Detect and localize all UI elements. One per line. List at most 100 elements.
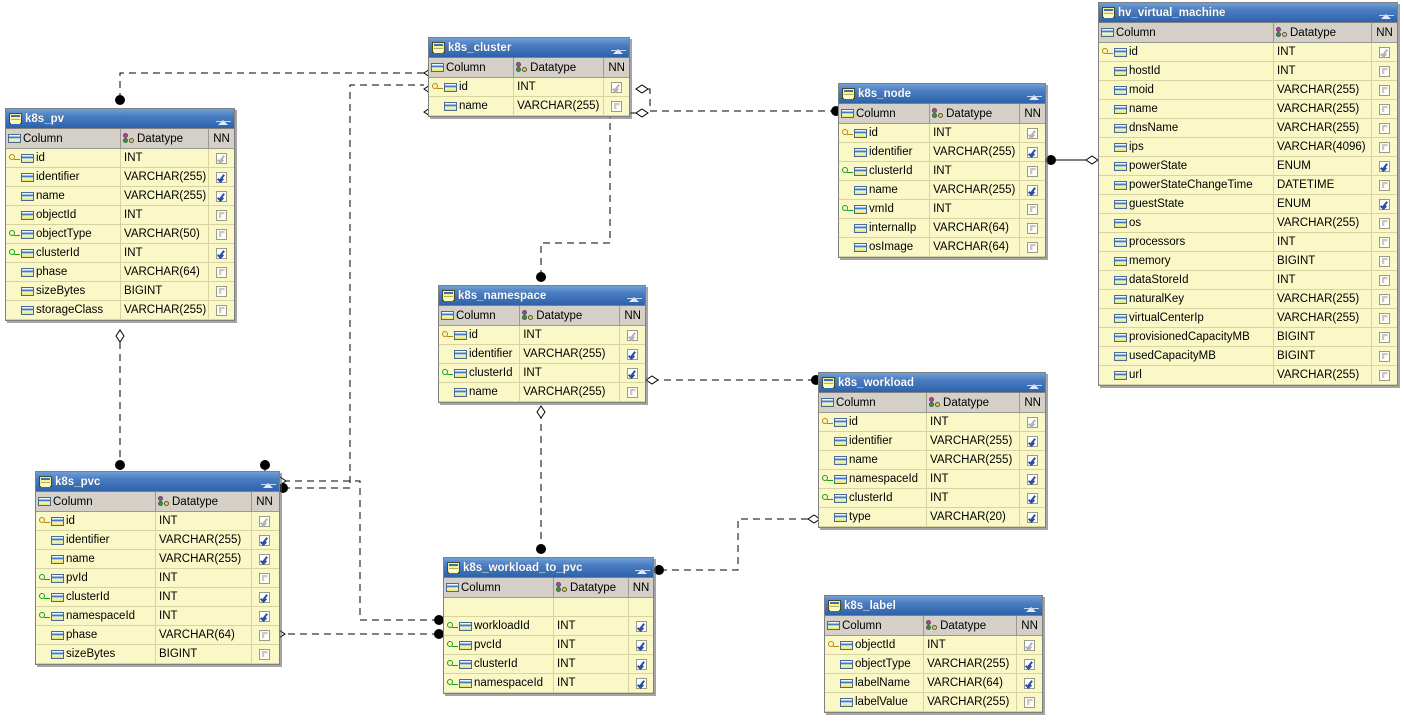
table-title-bar[interactable]: k8s_workload_to_pvc [444,558,653,578]
not-null-checkbox[interactable] [216,190,227,202]
not-null-checkbox[interactable] [1379,65,1390,77]
collapse-icon[interactable] [261,475,276,488]
column-row[interactable] [444,598,653,617]
not-null-checkbox[interactable] [216,266,227,278]
not-null-checkbox[interactable] [635,639,647,651]
collapse-icon[interactable] [1027,376,1042,389]
not-null-checkbox[interactable] [1379,46,1390,58]
not-null-checkbox[interactable] [1027,435,1039,447]
not-null-checkbox[interactable] [1379,274,1390,286]
not-null-checkbox[interactable] [216,304,227,316]
table-title-bar[interactable]: k8s_namespace [439,286,645,306]
not-null-checkbox[interactable] [259,591,270,603]
not-null-checkbox[interactable] [259,515,270,527]
not-null-checkbox[interactable] [1024,639,1036,651]
not-null-checkbox[interactable] [611,100,623,112]
not-null-checkbox[interactable] [216,285,227,297]
collapse-icon[interactable] [611,41,626,54]
not-null-checkbox[interactable] [1024,658,1036,670]
collapse-icon[interactable] [1024,599,1039,612]
not-null-checkbox[interactable] [627,367,639,379]
not-null-checkbox[interactable] [1024,696,1036,708]
not-null-checkbox[interactable] [1027,222,1039,234]
not-null-checkbox[interactable] [1379,255,1390,267]
collapse-icon[interactable] [627,289,642,302]
not-null-checkbox[interactable] [216,209,227,221]
table-title-bar[interactable]: k8s_pv [6,109,234,129]
not-null-checkbox[interactable] [1024,677,1036,689]
not-null-checkbox[interactable] [1027,165,1039,177]
not-null-checkbox[interactable] [1027,416,1039,428]
not-null-checkbox[interactable] [635,620,647,632]
not-null-checkbox[interactable] [1379,331,1390,343]
not-null-checkbox[interactable] [611,81,623,93]
table-title-bar[interactable]: hv_virtual_machine [1099,3,1397,23]
not-null-checkbox[interactable] [635,677,647,689]
not-null-checkbox[interactable] [216,171,227,183]
table-title-bar[interactable]: k8s_cluster [429,38,629,58]
not-null-checkbox[interactable] [216,228,227,240]
not-null-checkbox[interactable] [627,348,639,360]
not-null-checkbox[interactable] [259,553,270,565]
collapse-icon[interactable] [635,561,650,574]
not-null-checkbox[interactable] [1027,241,1039,253]
table-title-bar[interactable]: k8s_node [839,84,1045,104]
not-null-checkbox[interactable] [216,152,227,164]
not-null-checkbox[interactable] [1379,236,1390,248]
not-null-checkbox[interactable] [259,572,270,584]
not-null-checkbox[interactable] [1379,141,1390,153]
not-null-checkbox[interactable] [1379,179,1390,191]
not-null-checkbox[interactable] [259,629,270,641]
not-null-checkbox[interactable] [1379,103,1390,115]
not-null-checkbox[interactable] [627,329,639,341]
